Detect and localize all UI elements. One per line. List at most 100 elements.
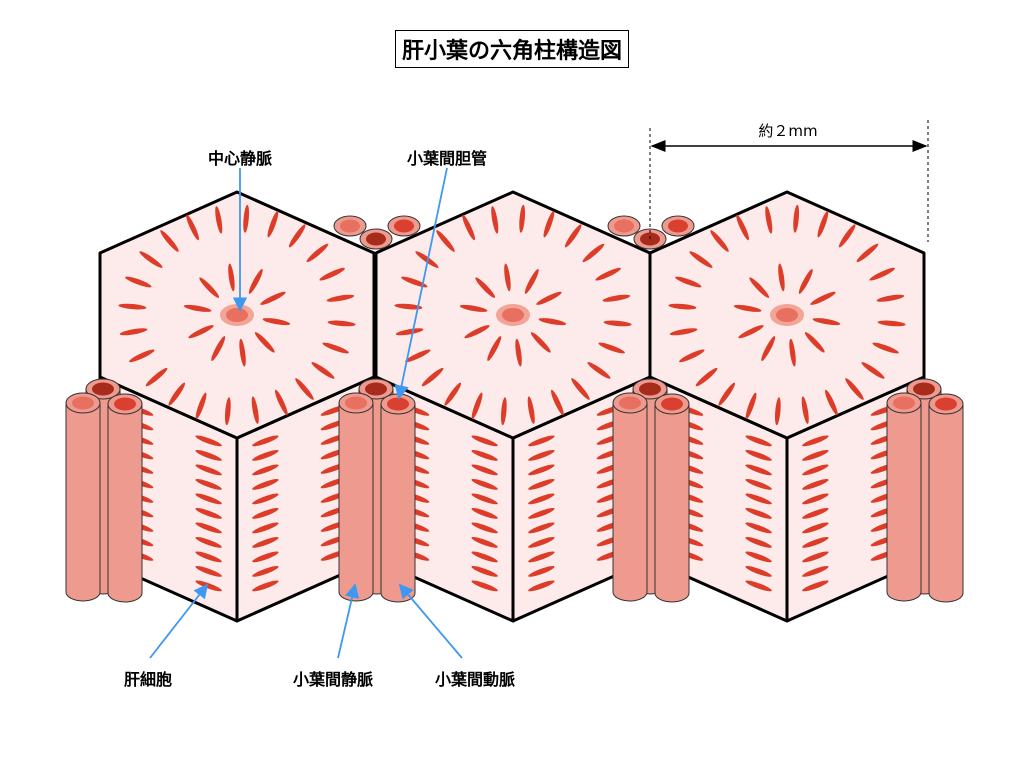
hepatocyte-cell	[129, 349, 155, 363]
hepatocyte-cell	[528, 435, 555, 447]
hepatocyte-cell	[471, 392, 483, 419]
hepatocyte-cell	[260, 291, 286, 305]
hepatocyte-cell	[595, 267, 621, 281]
hepatocyte-cell	[598, 342, 625, 354]
hepatocyte-cell	[745, 435, 772, 447]
hepatocyte-cell	[295, 378, 314, 400]
vein-lumen	[340, 219, 360, 233]
hepatocyte-cell	[252, 435, 279, 447]
hepatocyte-cell	[504, 263, 511, 292]
lobule-3	[648, 190, 926, 623]
portal-vein-lumen	[345, 396, 367, 410]
portal-vein-lumen	[619, 396, 641, 410]
hepatocyte-cell	[183, 304, 212, 312]
portal-triad-4	[886, 378, 964, 603]
hepatocyte-cell	[215, 206, 223, 234]
hepatocyte-cell	[793, 204, 800, 233]
hepatocyte-cell	[252, 464, 279, 476]
central-vein-lumen	[502, 308, 524, 322]
hepatocyte-cell	[436, 230, 455, 252]
hepatocyte-cell	[710, 230, 729, 252]
hepatocyte-cell	[528, 508, 555, 519]
hepatic-artery-lumen	[661, 397, 683, 411]
label-hepatocyte: 肝細胞	[123, 670, 173, 689]
hepatocyte-cell	[262, 318, 291, 326]
hepatocyte-cell	[745, 479, 772, 490]
portal-vein	[612, 402, 648, 602]
hepatocyte-cell	[798, 269, 813, 294]
hepatocyte-cell	[745, 392, 757, 419]
hepatocyte-cell	[195, 493, 222, 505]
hepatocyte-cell	[327, 320, 356, 327]
hepatocyte-cell	[602, 294, 631, 302]
hepatocyte-cell	[802, 493, 829, 505]
hepatocyte-cell	[306, 243, 329, 263]
hepatocyte-cell	[528, 479, 555, 490]
hepatocyte-cell	[802, 522, 829, 534]
hepatocyte-cell	[745, 522, 772, 534]
duct-lumen	[366, 232, 386, 246]
hepatocyte-cell	[551, 389, 564, 416]
hepatocyte-cell	[471, 566, 498, 577]
hepatocyte-cell	[444, 382, 462, 406]
hepatocyte-cell	[145, 367, 168, 387]
hepatocyte-cell	[527, 396, 535, 424]
hepatocyte-cell	[689, 251, 713, 268]
portal-triad-1	[65, 378, 143, 603]
hepatocyte-cell	[543, 211, 555, 238]
portal-vein	[65, 402, 101, 602]
hepatocyte-cell	[845, 378, 864, 400]
hepatocyte-cell	[774, 397, 781, 426]
hepatocyte-cell	[668, 303, 697, 310]
hepatocyte-cell	[211, 336, 226, 361]
hepatocyte-cell	[119, 328, 148, 336]
portal-vein-pointer	[337, 583, 360, 659]
hepatocyte-cell	[252, 537, 279, 548]
hepatocyte-cell	[459, 304, 488, 312]
portal-triad-3	[612, 378, 690, 603]
hepatocyte-cell	[745, 566, 772, 577]
hepatocyte-cell	[405, 349, 431, 363]
hepatocyte-cell	[195, 580, 222, 592]
hepatocyte-cell	[252, 522, 279, 534]
hepatocyte-cell	[251, 396, 259, 424]
hepatocyte-cell	[471, 435, 498, 447]
hepatocyte-cell	[738, 325, 764, 339]
hepatocyte-cell	[765, 206, 773, 234]
hepatocyte-cell	[475, 277, 496, 298]
hepatic-artery	[654, 403, 690, 603]
hepatocyte-cell	[801, 396, 809, 424]
hepatocyte-cell	[118, 303, 147, 310]
hepatocyte-cell	[252, 551, 279, 563]
hepatocyte-cell	[789, 338, 796, 367]
hepatocyte-cell	[679, 349, 705, 363]
hepatocyte-cell	[401, 276, 428, 288]
lobule-2	[374, 190, 652, 623]
hepatocyte-cell	[810, 291, 836, 305]
hepatocyte-cell	[267, 211, 279, 238]
hepatocyte-cell	[471, 450, 498, 461]
portal-triad-2	[338, 378, 416, 603]
hepatocyte-cell	[528, 566, 555, 577]
hepatocyte-cell	[471, 493, 498, 505]
hepatocyte-cell	[528, 580, 555, 592]
hepatocyte-cell	[195, 392, 207, 419]
hepatocyte-cell	[695, 367, 718, 387]
hepatocyte-cell	[528, 493, 555, 505]
label-hepatic-artery: 小葉間動脈	[434, 670, 516, 689]
hepatocyte-cell	[248, 269, 263, 294]
vein-lumen	[614, 219, 634, 233]
hepatocyte-cell	[160, 230, 179, 252]
hepatocyte-cell	[736, 214, 749, 241]
hepatocyte-cell	[812, 318, 841, 326]
label-portal-vein: 小葉間静脈	[292, 670, 374, 689]
hepatic-artery-lumen	[387, 397, 409, 411]
hepatocyte-cell	[669, 328, 698, 336]
hepatocyte-cell	[856, 243, 879, 263]
diagram-title: 肝小葉の六角柱構造図	[394, 30, 630, 68]
hepatocyte-cell	[515, 338, 522, 367]
hepatocyte-cell	[745, 551, 772, 563]
portal-vein-lumen	[72, 396, 94, 410]
hepatocyte-cell	[471, 508, 498, 519]
hepatic-artery-pointer	[398, 583, 463, 659]
